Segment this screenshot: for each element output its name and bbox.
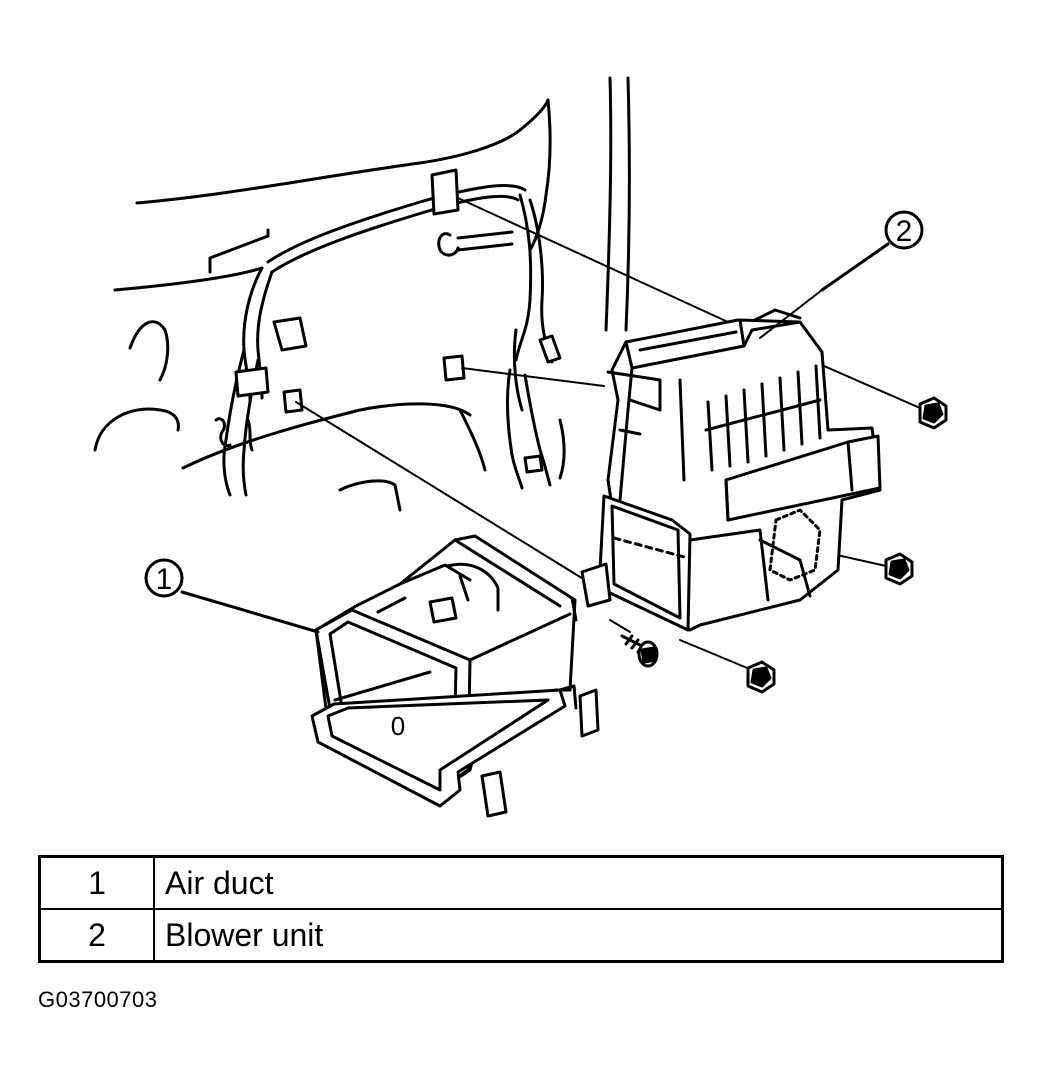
nut-lower — [746, 660, 776, 694]
blower-unit — [598, 289, 882, 632]
legend-label: Blower unit — [153, 908, 1004, 963]
nut-middle — [884, 552, 914, 586]
callout-2-number: 2 — [896, 215, 913, 248]
legend-row: 2 Blower unit — [38, 908, 1004, 963]
screw — [620, 634, 659, 668]
legend-row: 1 Air duct — [38, 855, 1004, 910]
callout-2: 2 — [820, 210, 924, 292]
callout-1-number: 1 — [156, 563, 173, 596]
duct-mark: 0 — [391, 711, 405, 741]
wiring-harness — [214, 168, 566, 497]
fasteners — [620, 396, 948, 694]
dash-panel-background — [93, 76, 631, 512]
exploded-view-illustration: 1 2 0 — [93, 76, 948, 818]
nut-upper — [918, 396, 948, 430]
figure-code: G03700703 — [38, 987, 158, 1012]
legend-label: Air duct — [153, 855, 1004, 910]
legend-number: 1 — [38, 855, 155, 910]
air-duct — [310, 534, 612, 818]
legend-table: 1 Air duct 2 Blower unit — [38, 855, 1004, 963]
legend-number: 2 — [38, 908, 155, 963]
callout-1: 1 — [144, 558, 320, 634]
